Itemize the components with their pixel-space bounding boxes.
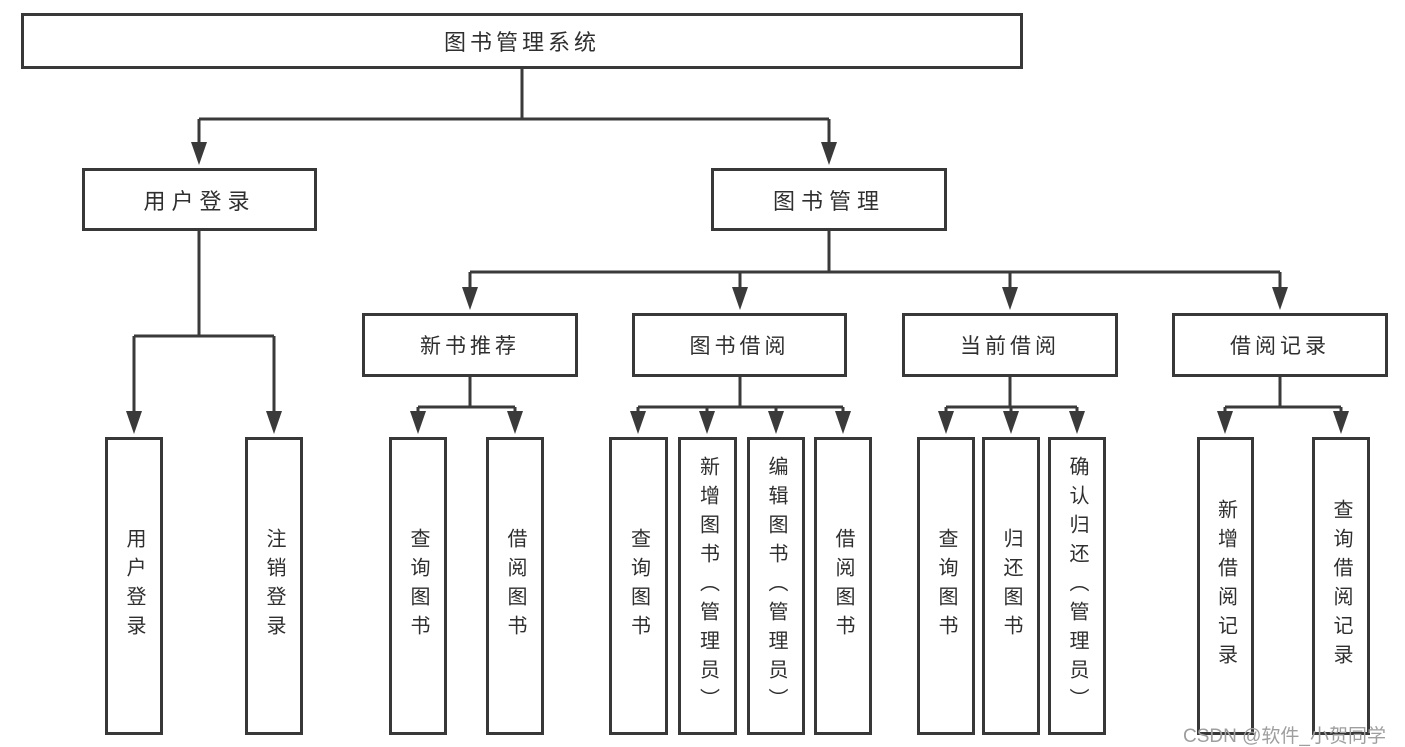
arrow-icon <box>835 411 851 434</box>
leaf-recommend-query-book: 查询图书 <box>389 437 447 735</box>
leaf-current-query-book: 查询图书 <box>917 437 975 735</box>
arrow-icon <box>410 411 426 434</box>
csdn-watermark: CSDN @软件_小贺同学 <box>1183 726 1386 747</box>
leaf-edit-book-admin: 编辑图书（管理员） <box>747 437 805 735</box>
arrow-icon <box>938 411 954 434</box>
leaf-confirm-return-admin: 确认归还（管理员） <box>1048 437 1106 735</box>
leaf-query-borrow-record: 查询借阅记录 <box>1312 437 1370 735</box>
arrow-icon <box>821 142 837 165</box>
arrow-icon <box>266 411 282 434</box>
arrow-icon <box>1272 287 1288 310</box>
arrow-icon <box>732 287 748 310</box>
arrow-icon <box>768 411 784 434</box>
arrow-icon <box>1003 411 1019 434</box>
leaf-recommend-borrow-book: 借阅图书 <box>486 437 544 735</box>
arrow-icon <box>507 411 523 434</box>
arrow-icon <box>1069 411 1085 434</box>
leaf-return-book: 归还图书 <box>982 437 1040 735</box>
arrow-icon <box>699 411 715 434</box>
leaf-borrow-query-book: 查询图书 <box>609 437 668 735</box>
node-new-book-recommend: 新书推荐 <box>362 313 578 377</box>
node-book-borrow: 图书借阅 <box>632 313 847 377</box>
node-borrow-record: 借阅记录 <box>1172 313 1388 377</box>
leaf-logout: 注销登录 <box>245 437 303 735</box>
leaf-add-borrow-record: 新增借阅记录 <box>1197 437 1254 735</box>
arrowheads <box>126 142 1349 434</box>
node-root-system: 图书管理系统 <box>21 13 1023 69</box>
arrow-icon <box>1217 411 1233 434</box>
arrow-icon <box>462 287 478 310</box>
node-user-login: 用户登录 <box>82 168 317 231</box>
leaf-user-login: 用户登录 <box>105 437 163 735</box>
node-book-management: 图书管理 <box>711 168 947 231</box>
node-current-borrow: 当前借阅 <box>902 313 1118 377</box>
arrow-icon <box>630 411 646 434</box>
tree-edges <box>132 69 1343 414</box>
arrow-icon <box>1333 411 1349 434</box>
leaf-borrow-book: 借阅图书 <box>814 437 872 735</box>
arrow-icon <box>1002 287 1018 310</box>
arrow-icon <box>126 411 142 434</box>
leaf-add-book-admin: 新增图书（管理员） <box>678 437 737 735</box>
arrow-icon <box>191 142 207 165</box>
